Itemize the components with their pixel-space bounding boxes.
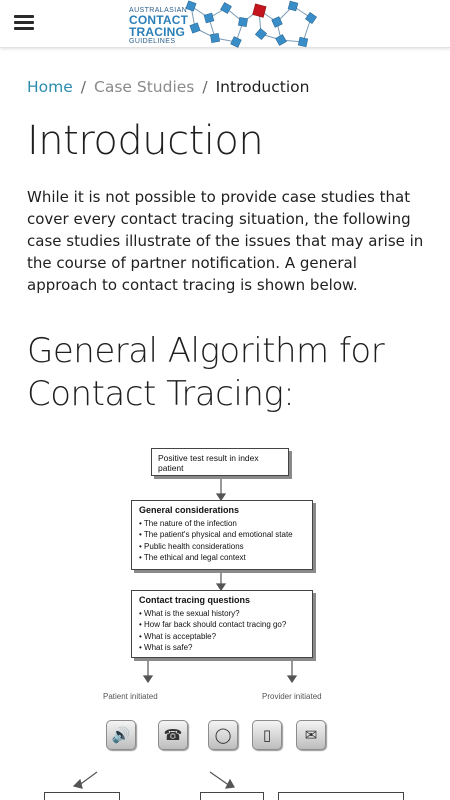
flow-step-bottom-middle bbox=[200, 792, 264, 800]
network-graphic-icon bbox=[185, 0, 317, 48]
breadcrumb-current: Introduction bbox=[215, 78, 310, 96]
page-title: Introduction bbox=[27, 118, 264, 164]
section-title: General Algorithm for Contact Tracing: bbox=[27, 331, 385, 414]
flowchart-connectors bbox=[72, 478, 298, 789]
breadcrumb-home-link[interactable]: Home bbox=[27, 78, 73, 96]
contact-tracing-algorithm-figure: Positive test result in index patient Ge… bbox=[0, 440, 450, 800]
mobile-phone-icon: ▯ bbox=[252, 720, 282, 750]
branch-label-provider: Provider initiated bbox=[262, 692, 322, 701]
hamburger-menu-icon[interactable] bbox=[14, 14, 34, 32]
telephone-icon: ☎ bbox=[158, 720, 188, 750]
breadcrumb: Home / Case Studies / Introduction bbox=[27, 76, 309, 98]
flow-step-start: Positive test result in index patient bbox=[151, 448, 289, 476]
app-header: AUSTRALASIAN CONTACT TRACING GUIDELINES bbox=[0, 0, 450, 48]
breadcrumb-separator: / bbox=[80, 78, 87, 96]
breadcrumb-separator: / bbox=[202, 78, 208, 96]
mouse-icon: ◯ bbox=[208, 720, 238, 750]
site-logo[interactable]: AUSTRALASIAN CONTACT TRACING GUIDELINES bbox=[126, 0, 322, 48]
voice-message-icon: 🔊 bbox=[106, 720, 136, 750]
flow-step-bottom-left bbox=[44, 792, 120, 800]
breadcrumb-case-studies-link[interactable]: Case Studies bbox=[94, 78, 195, 96]
flow-step-contact-tracing-questions: Contact tracing questions • What is the … bbox=[131, 590, 313, 658]
intro-paragraph: While it is not possible to provide case… bbox=[27, 188, 424, 294]
flow-step-general-considerations: General considerations • The nature of t… bbox=[131, 500, 313, 570]
flow-step-bottom-right bbox=[278, 792, 404, 800]
letter-icon: ✉ bbox=[296, 720, 326, 750]
branch-label-patient: Patient initiated bbox=[103, 692, 158, 701]
logo-text: AUSTRALASIAN CONTACT TRACING GUIDELINES bbox=[129, 7, 189, 45]
